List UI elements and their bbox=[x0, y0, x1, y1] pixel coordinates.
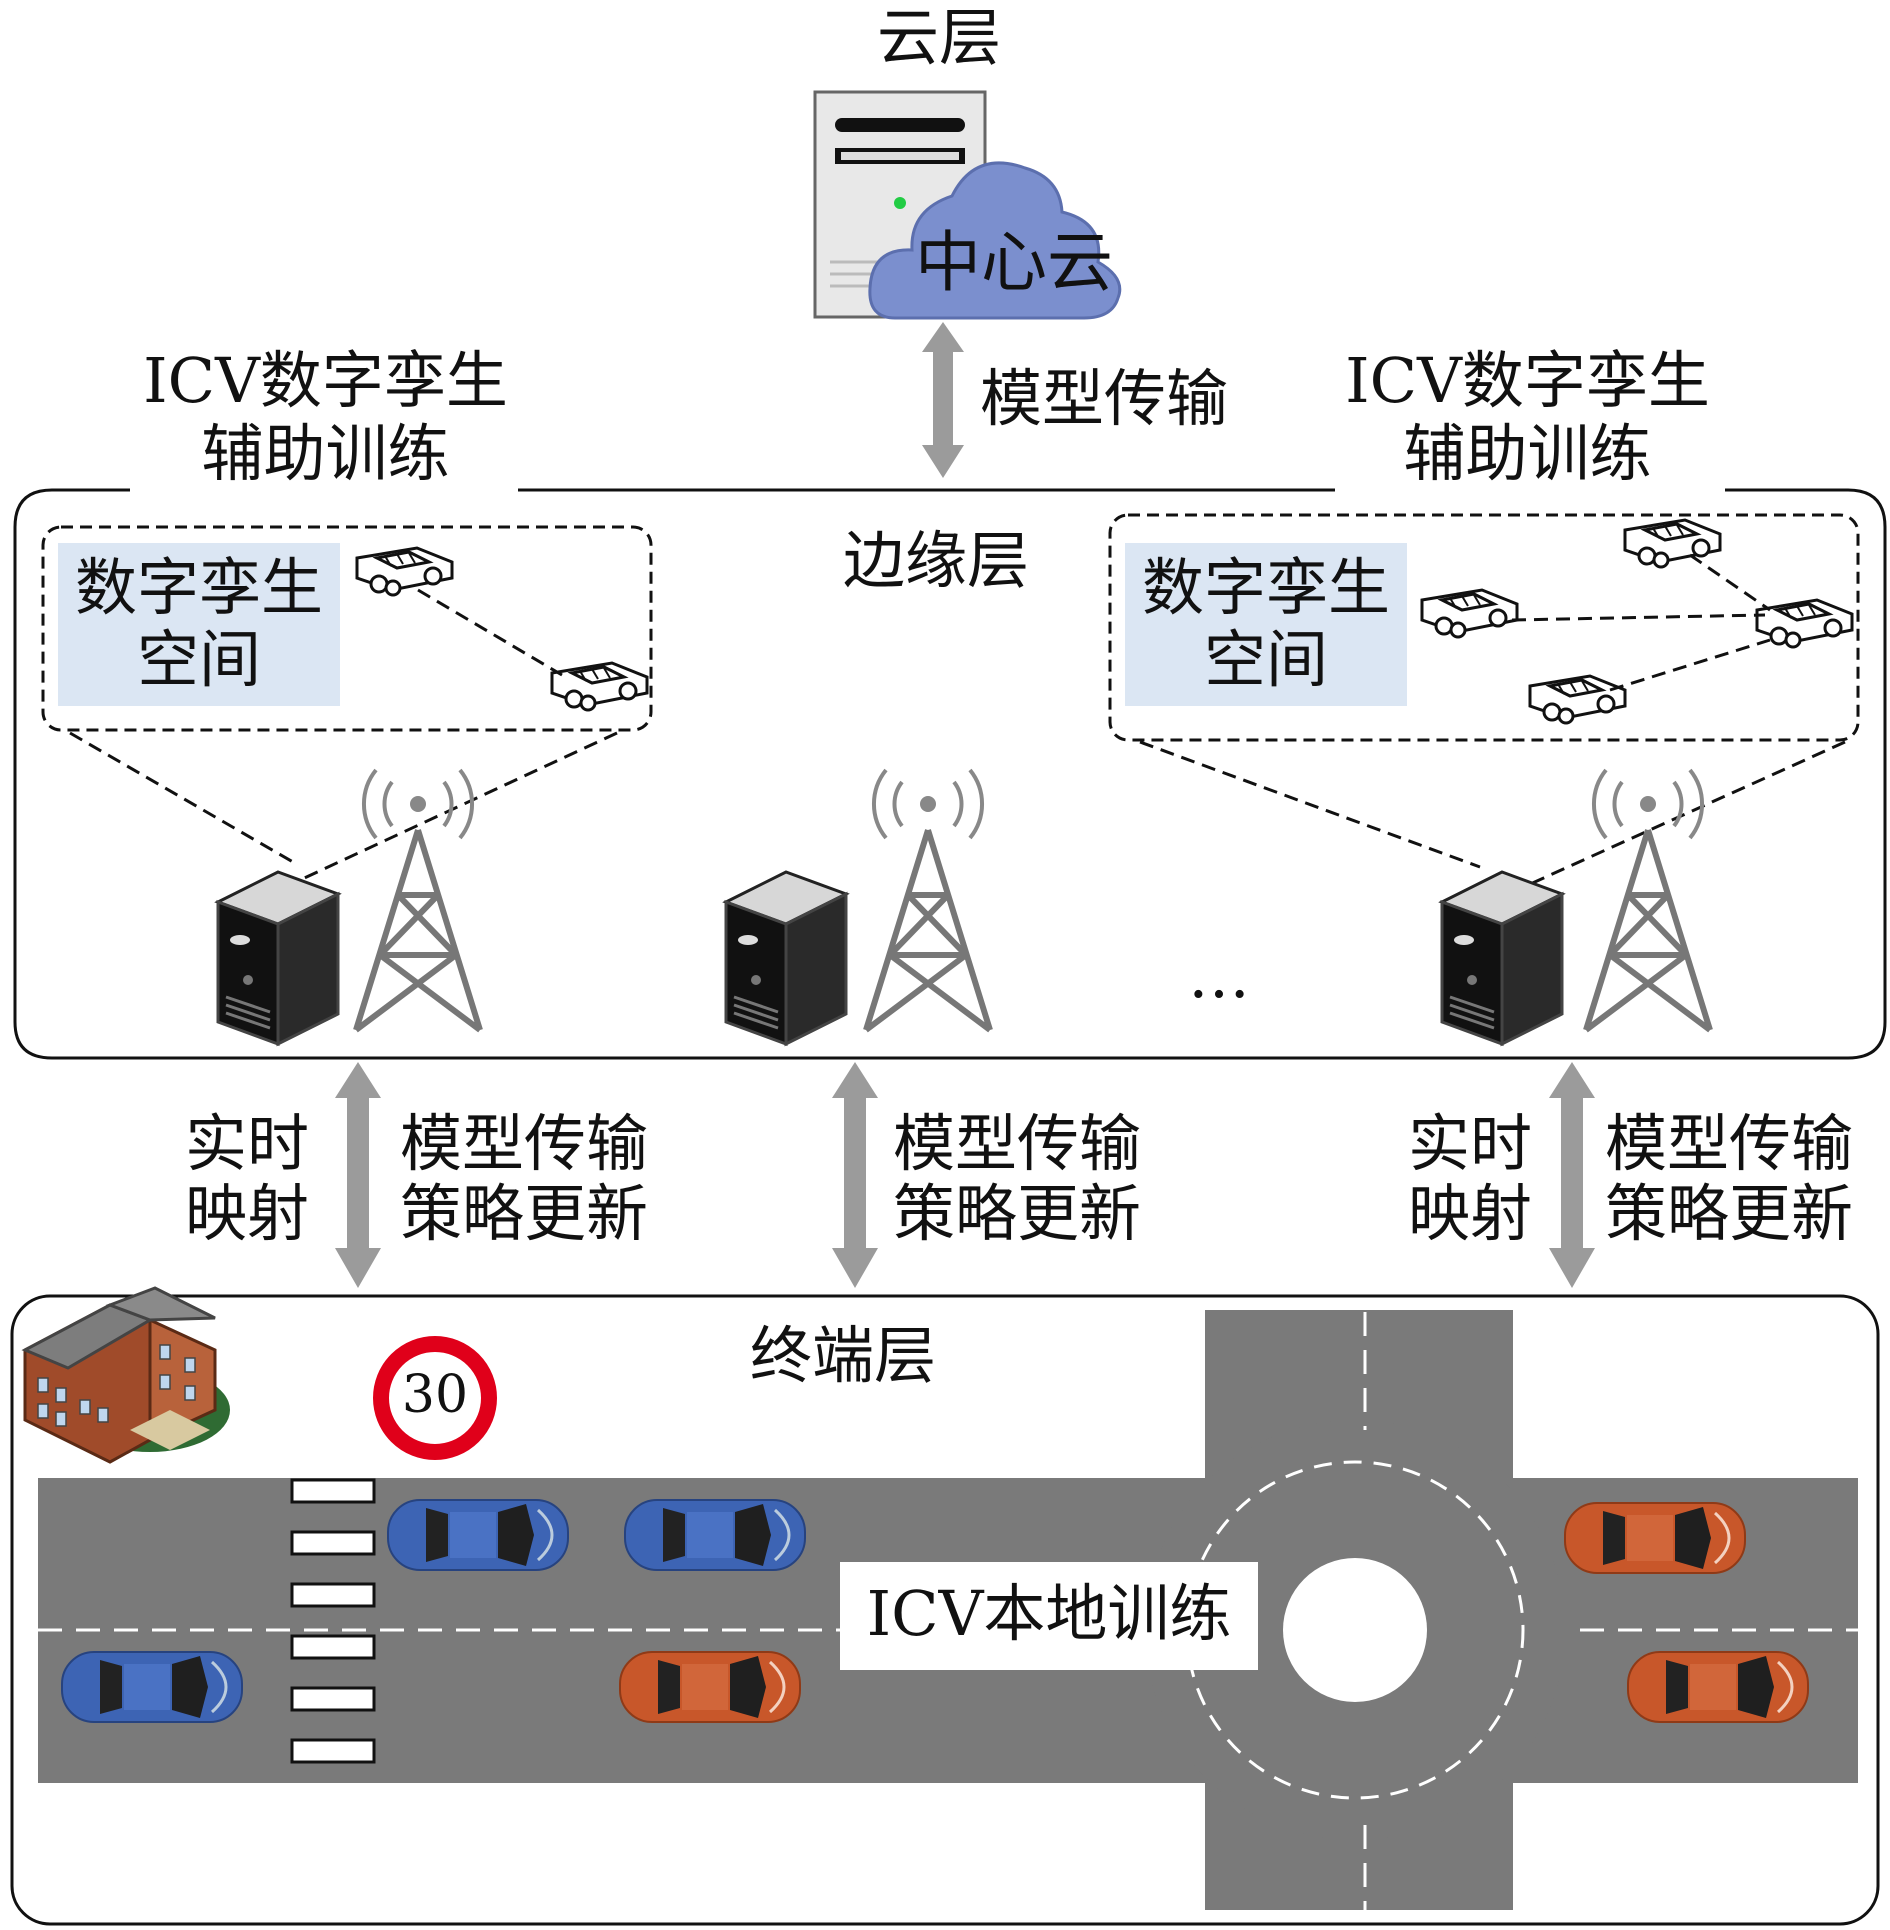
right-assist-line1: ICV数字孪生 bbox=[1345, 344, 1710, 417]
arrow-edge-terminal-middle bbox=[832, 1062, 878, 1288]
cloud-icon bbox=[868, 161, 1122, 320]
car-icon bbox=[1626, 1650, 1810, 1724]
twin-space-box-left bbox=[41, 525, 653, 882]
model-policy-middle-line2: 策略更新 bbox=[893, 1177, 1142, 1250]
model-policy-left-line2: 策略更新 bbox=[400, 1177, 649, 1250]
edge-server-icon bbox=[1440, 870, 1564, 1046]
vehicle-outline-icon bbox=[1755, 598, 1854, 649]
twin-space-box-right bbox=[1108, 513, 1860, 887]
left-assist-line2: 辅助训练 bbox=[201, 417, 450, 490]
vehicle-outline-icon bbox=[1528, 674, 1627, 725]
twin-space-right-line1: 数字孪生 bbox=[1141, 551, 1390, 624]
model-policy-middle-line1: 模型传输 bbox=[893, 1107, 1142, 1180]
car-icon bbox=[623, 1498, 807, 1572]
arrow-edge-terminal-right bbox=[1549, 1062, 1595, 1288]
cloud-layer-title: 云层 bbox=[877, 1, 1002, 74]
vehicle-outline-icon bbox=[1420, 588, 1519, 639]
antenna-tower-icon bbox=[356, 770, 480, 1030]
terminal-layer-title: 终端层 bbox=[750, 1319, 937, 1392]
twin-space-left-line1: 数字孪生 bbox=[74, 551, 323, 624]
antenna-tower-icon bbox=[866, 770, 990, 1030]
model-transfer-label: 模型传输 bbox=[980, 362, 1229, 435]
crosswalk bbox=[290, 1478, 376, 1764]
model-policy-right-line2: 策略更新 bbox=[1605, 1177, 1854, 1250]
local-training-label: ICV本地训练 bbox=[866, 1577, 1232, 1650]
local-training-label-box bbox=[840, 1562, 1258, 1670]
car-icon bbox=[1563, 1501, 1747, 1575]
vehicle-outline-icon bbox=[1623, 518, 1722, 569]
realtime-mapping-left-line1: 实时 bbox=[185, 1107, 310, 1180]
edge-layer-frame bbox=[13, 488, 1887, 1060]
edge-server-icon bbox=[216, 870, 340, 1046]
model-policy-right-line1: 模型传输 bbox=[1605, 1107, 1854, 1180]
twin-space-right-line2: 空间 bbox=[1203, 623, 1328, 696]
model-policy-left-line1: 模型传输 bbox=[400, 1107, 649, 1180]
realtime-mapping-left-line2: 映射 bbox=[185, 1177, 310, 1250]
car-icon bbox=[386, 1498, 570, 1572]
vehicle-outline-icon bbox=[550, 661, 649, 712]
edge-server-icon bbox=[724, 870, 848, 1046]
left-assist-line1: ICV数字孪生 bbox=[143, 344, 508, 417]
terminal-layer-frame bbox=[10, 1294, 1880, 1926]
antenna-tower-icon bbox=[1586, 770, 1710, 1030]
car-icon bbox=[60, 1650, 244, 1724]
vehicle-outline-icon bbox=[355, 546, 454, 597]
car-icon bbox=[618, 1650, 802, 1724]
realtime-mapping-right-line2: 映射 bbox=[1408, 1177, 1533, 1250]
speed-limit-value: 30 bbox=[401, 1365, 469, 1425]
speed-limit-sign-icon bbox=[373, 1336, 497, 1460]
right-assist-line2: 辅助训练 bbox=[1403, 417, 1652, 490]
realtime-mapping-right-line1: 实时 bbox=[1408, 1107, 1533, 1180]
building-icon bbox=[21, 1286, 230, 1464]
edge-ellipsis: … bbox=[1188, 939, 1250, 1012]
edge-layer-title: 边缘层 bbox=[843, 524, 1030, 597]
arrow-cloud-edge bbox=[922, 322, 964, 478]
arrow-edge-terminal-left bbox=[335, 1062, 381, 1288]
central-cloud-label: 中心云 bbox=[915, 224, 1113, 301]
twin-space-left-line2: 空间 bbox=[136, 623, 261, 696]
